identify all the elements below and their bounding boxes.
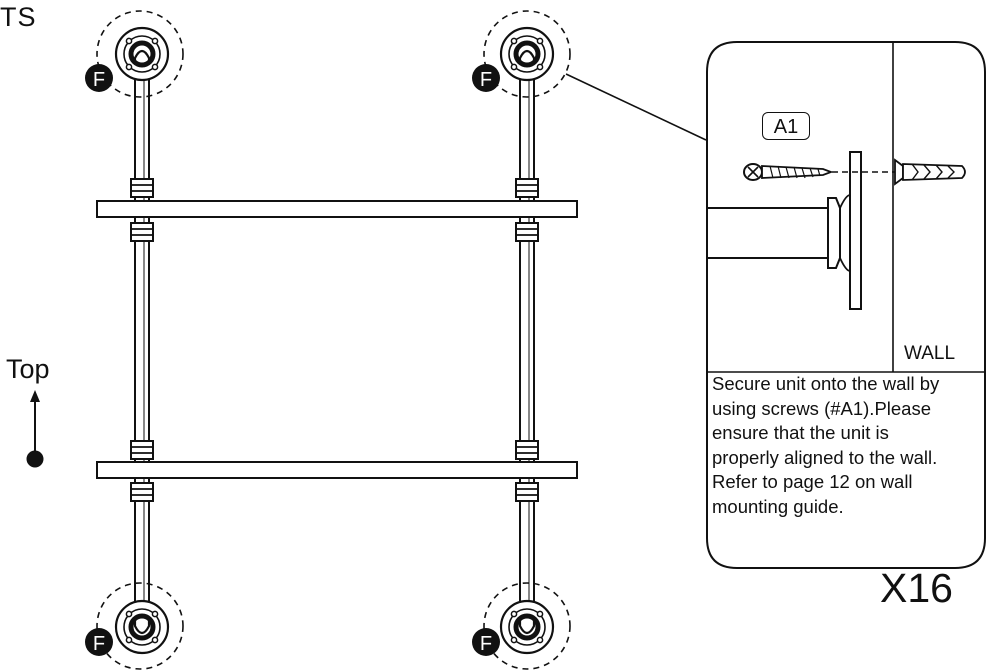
lower-shelf [96,461,578,479]
instruction-line: properly aligned to the wall. [712,446,938,468]
instruction-line: Refer to page 12 on wall [712,471,913,492]
top-direction-arrow [26,390,44,468]
svg-text:F: F [480,633,492,655]
screw-a1-icon [743,163,834,181]
instruction-line: mounting guide. [712,495,844,517]
flange-bottom-left [116,601,168,653]
f-marker-top-left: F [85,64,113,92]
quantity-label: X16 [880,565,953,611]
wall-label: WALL [904,343,956,364]
top-label: Top [6,354,50,384]
upper-shelf [96,200,578,218]
instruction-line: Secure unit onto the wall by [712,373,940,394]
svg-text:F: F [93,633,105,655]
flange-top-right [501,28,553,80]
flange-highlight-circles [96,10,571,670]
pipe-couplings [130,178,539,502]
f-marker-bottom-left: F [85,628,113,656]
corner-heading-fragment: TS [0,2,37,32]
svg-text:F: F [480,69,492,91]
instruction-text: Secure unit onto the wall by using screw… [712,372,982,519]
svg-text:F: F [93,69,105,91]
callout-leader-line [565,73,707,141]
right-pipe-column [519,61,535,623]
instruction-line: using screws (#A1).Please [712,397,932,419]
flange-top-left [116,28,168,80]
instruction-line: ensure that the unit is [712,422,889,443]
wall-mount-callout [706,41,986,569]
f-marker-top-right: F [472,64,500,92]
wall-anchor-icon [894,158,966,186]
flange-bottom-right [501,601,553,653]
f-marker-bottom-right: F [472,628,500,656]
part-label-a1: A1 [762,112,810,140]
left-pipe-column [134,61,150,623]
